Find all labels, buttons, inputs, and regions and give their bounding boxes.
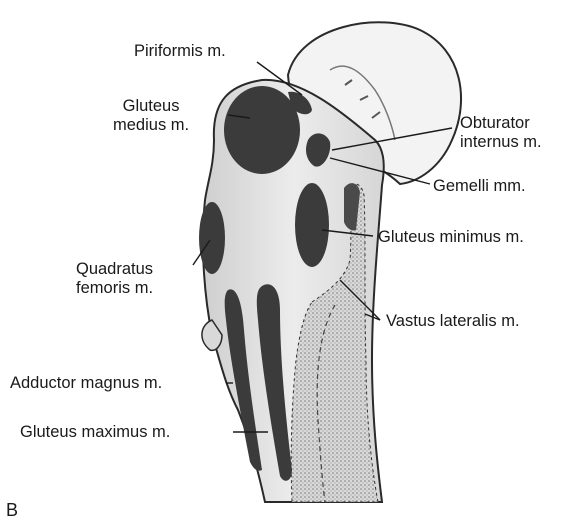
label-gluteus-medius: Gluteus medius m. — [113, 97, 189, 135]
label-gluteus-maximus: Gluteus maximus m. — [20, 423, 170, 442]
label-obturator-internus: Obturator internus m. — [460, 114, 542, 152]
panel-letter: B — [6, 500, 18, 521]
label-vastus-lateralis: Vastus lateralis m. — [386, 312, 520, 331]
gluteus-minimus-attachment — [295, 183, 329, 267]
quadratus-femoris-attachment — [199, 202, 225, 274]
label-gluteus-minimus: Gluteus minimus m. — [378, 228, 524, 247]
label-piriformis: Piriformis m. — [134, 42, 226, 61]
label-adductor-magnus: Adductor magnus m. — [10, 374, 162, 393]
label-gemelli: Gemelli mm. — [433, 177, 526, 196]
label-quadratus-femoris: Quadratus femoris m. — [76, 260, 153, 298]
gluteus-medius-attachment — [224, 86, 300, 174]
